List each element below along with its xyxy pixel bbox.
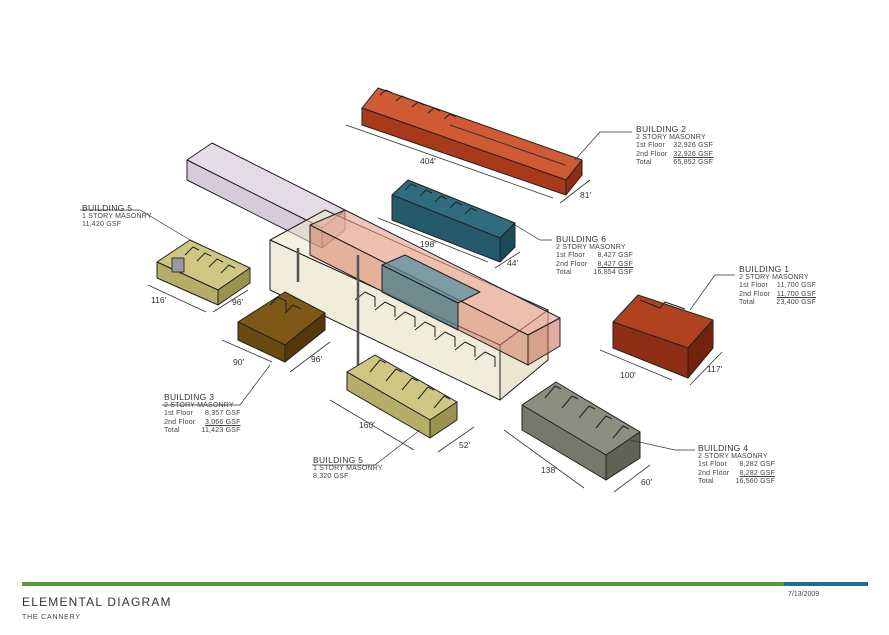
building-5b-name: BUILDING 5 bbox=[313, 455, 364, 465]
dim-b3-width: 96' bbox=[311, 354, 323, 364]
area-value: 23,400 GSF bbox=[776, 299, 817, 306]
building-1-label: BUILDING 1 2 STORY MASONRY 1st Floor 11,7… bbox=[739, 264, 816, 308]
title-bar-green bbox=[22, 582, 784, 586]
building-6-mass bbox=[391, 179, 516, 263]
building-6-type: 2 STORY MASONRY bbox=[556, 244, 626, 251]
building-4-label: BUILDING 4 2 STORY MASONRY 1st Floor 8,28… bbox=[698, 443, 775, 487]
building-1-mass bbox=[612, 294, 714, 379]
area-value: 16,854 GSF bbox=[593, 269, 634, 276]
area-label: 1st Floor bbox=[556, 252, 586, 259]
dim-b4-width: 60' bbox=[641, 477, 653, 487]
building-5b-area: 8,320 GSF bbox=[313, 473, 349, 480]
building-5a-mass bbox=[156, 239, 251, 306]
sheet-subtitle: THE CANNERY bbox=[22, 614, 81, 621]
area-label: Total bbox=[556, 269, 572, 276]
dim-b1-width: 117' bbox=[707, 364, 723, 374]
area-label: 2nd Floor bbox=[556, 260, 588, 268]
building-2-label: BUILDING 2 2 STORY MASONRY 1st Floor 32,9… bbox=[636, 124, 713, 168]
building-6-label: BUILDING 6 2 STORY MASONRY 1st Floor 8,42… bbox=[556, 234, 633, 278]
dimension-lines bbox=[147, 124, 723, 493]
area-label: 2nd Floor bbox=[698, 469, 730, 477]
building-3-type: 2 STORY MASONRY bbox=[164, 402, 234, 409]
building-3-mass bbox=[237, 291, 326, 363]
area-value: 32,926 GSF bbox=[673, 142, 714, 149]
dim-b6-width: 44' bbox=[507, 258, 519, 268]
building-2-type: 2 STORY MASONRY bbox=[636, 134, 706, 141]
dim-b5b-width: 52' bbox=[459, 440, 471, 450]
dim-b5b-length: 160' bbox=[359, 420, 375, 430]
sheet-date: 7/13/2009 bbox=[788, 591, 820, 598]
area-label: Total bbox=[739, 299, 755, 306]
dim-b5a-length: 116' bbox=[151, 295, 167, 305]
ghost-complex bbox=[186, 142, 561, 401]
area-value: 8,427 GSF bbox=[597, 252, 634, 259]
area-label: 1st Floor bbox=[698, 461, 728, 468]
building-5a-label: BUILDING 5 1 STORY MASONRY 11,420 GSF bbox=[82, 203, 152, 229]
building-4-name: BUILDING 4 bbox=[698, 443, 749, 453]
title-bar-blue bbox=[784, 582, 868, 586]
area-label: 1st Floor bbox=[164, 410, 194, 417]
area-value: 8,282 GSF bbox=[739, 461, 776, 468]
building-5a-name: BUILDING 5 bbox=[82, 203, 133, 213]
building-6-name: BUILDING 6 bbox=[556, 234, 607, 244]
area-value: 16,560 GSF bbox=[735, 478, 776, 485]
area-value: 8,427 GSF bbox=[597, 260, 634, 268]
building-6-area-table: 1st Floor 8,427 GSF 2nd Floor 8,427 GSF To… bbox=[556, 252, 633, 278]
area-label: Total bbox=[636, 159, 652, 166]
area-label: Total bbox=[164, 427, 180, 434]
building-5b-label: BUILDING 5 1 STORY MASONRY 8,320 GSF bbox=[313, 455, 383, 481]
area-label: 2nd Floor bbox=[164, 418, 196, 426]
area-value: 65,852 GSF bbox=[673, 159, 714, 166]
area-value: 8,282 GSF bbox=[739, 469, 776, 477]
area-label: 1st Floor bbox=[636, 142, 666, 149]
building-5b-type: 1 STORY MASONRY bbox=[313, 465, 383, 472]
area-label: 1st Floor bbox=[739, 282, 769, 289]
building-3-name: BUILDING 3 bbox=[164, 392, 215, 402]
building-4-mass bbox=[521, 381, 641, 481]
leader-lines bbox=[80, 131, 735, 466]
area-value: 3,066 GSF bbox=[204, 418, 241, 426]
dim-b2-length: 404' bbox=[420, 156, 436, 166]
building-3-label: BUILDING 3 2 STORY MASONRY 1st Floor 8,35… bbox=[164, 392, 241, 436]
area-label: Total bbox=[698, 478, 714, 485]
building-4-area-table: 1st Floor 8,282 GSF 2nd Floor 8,282 GSF To… bbox=[698, 461, 775, 487]
building-1-name: BUILDING 1 bbox=[739, 264, 790, 274]
area-value: 11,700 GSF bbox=[776, 282, 817, 289]
sheet-title: ELEMENTAL DIAGRAM bbox=[22, 595, 172, 609]
building-2-name: BUILDING 2 bbox=[636, 124, 687, 134]
dim-b1-length: 100' bbox=[620, 370, 636, 380]
building-5a-area: 11,420 GSF bbox=[82, 221, 122, 228]
area-label: 2nd Floor bbox=[636, 150, 668, 158]
area-value: 8,357 GSF bbox=[204, 410, 241, 417]
area-value: 11,423 GSF bbox=[201, 427, 241, 434]
area-value: 11,700 GSF bbox=[776, 290, 817, 298]
building-5a-type: 1 STORY MASONRY bbox=[82, 213, 152, 220]
area-value: 32,926 GSF bbox=[673, 150, 714, 158]
building-2-mass bbox=[361, 87, 583, 196]
dim-b6-length: 198' bbox=[420, 239, 436, 249]
building-4-type: 2 STORY MASONRY bbox=[698, 453, 768, 460]
building-3-area-table: 1st Floor 8,357 GSF 2nd Floor 3,066 GSF To… bbox=[164, 410, 241, 436]
building-5b-mass bbox=[346, 354, 458, 439]
dim-b5a-width: 96' bbox=[232, 297, 244, 307]
area-label: 2nd Floor bbox=[739, 290, 771, 298]
dim-b2-width: 81' bbox=[580, 190, 592, 200]
dim-b3-length: 90' bbox=[233, 357, 245, 367]
building-1-type: 2 STORY MASONRY bbox=[739, 274, 809, 281]
dim-b4-length: 138' bbox=[541, 465, 557, 475]
